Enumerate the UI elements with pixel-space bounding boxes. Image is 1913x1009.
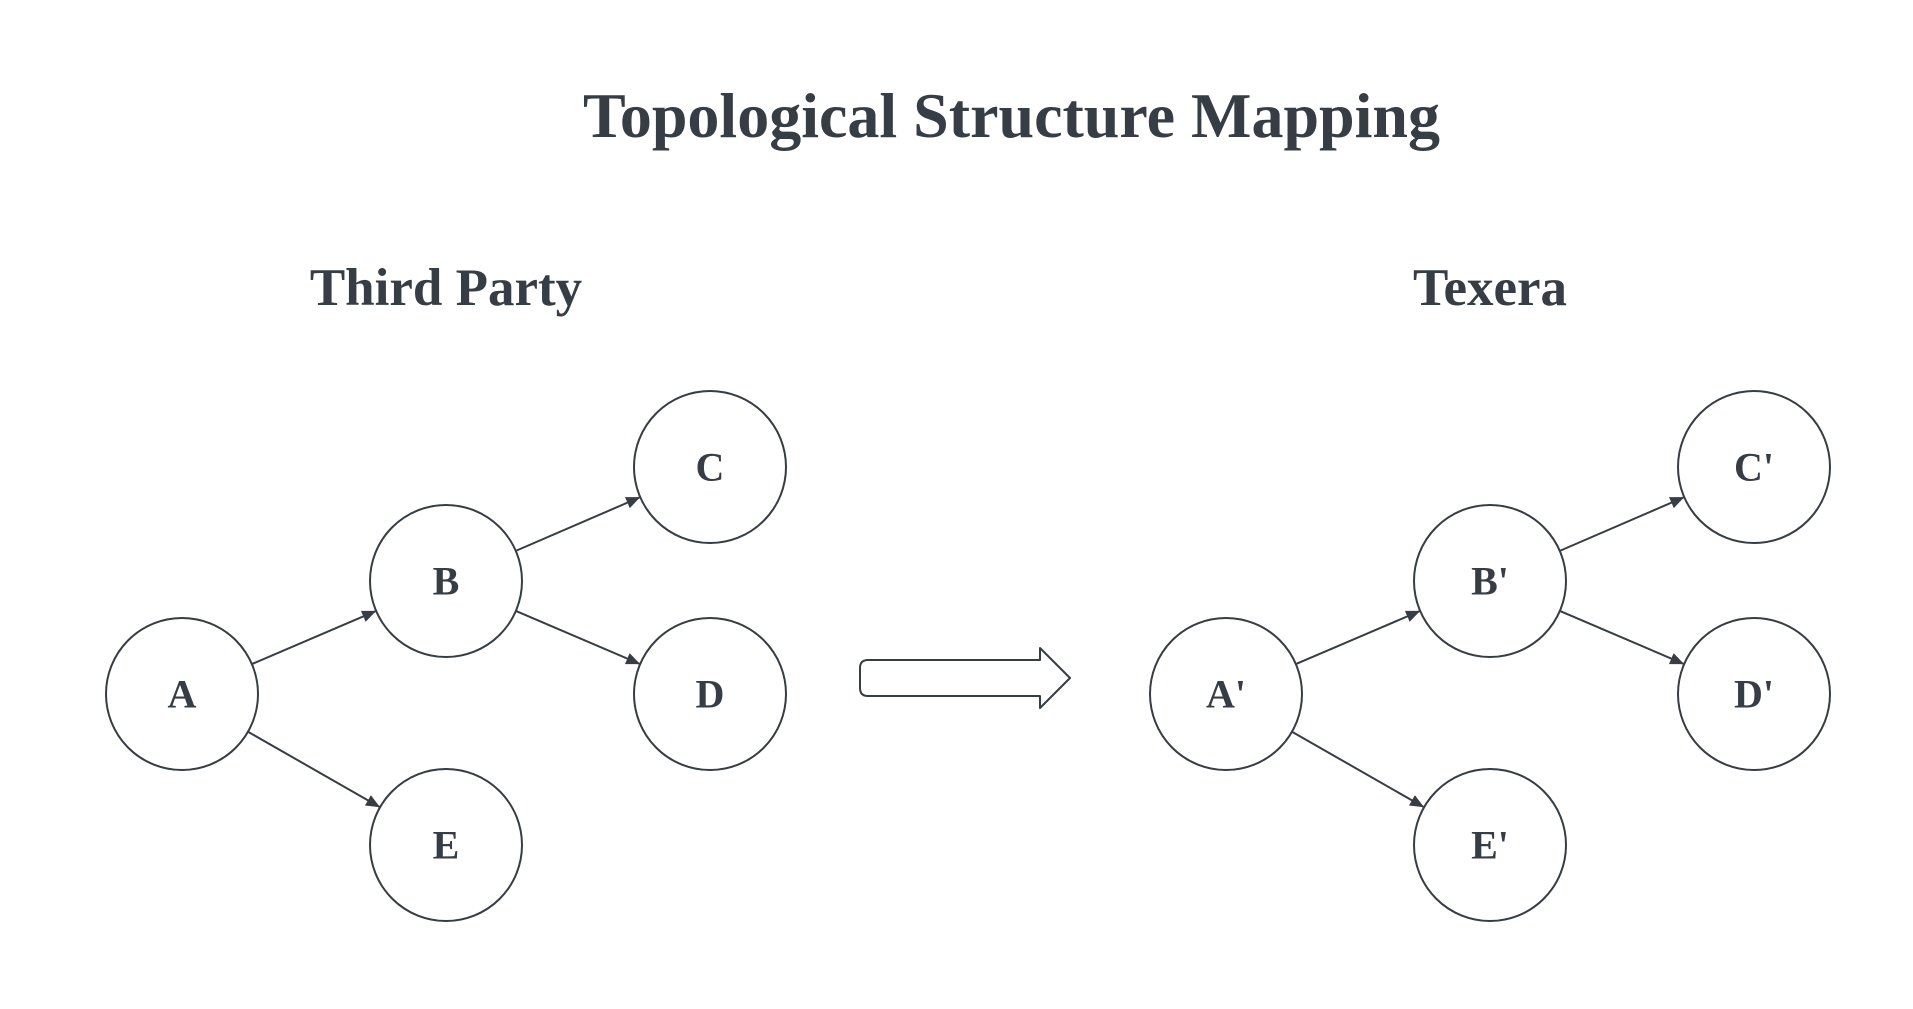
right_panel-node-b bbox=[1413, 504, 1567, 658]
left_panel-node-b bbox=[369, 504, 523, 658]
right_panel-node-c bbox=[1677, 390, 1831, 544]
diagram-title: Topological Structure Mapping bbox=[583, 80, 1440, 151]
right_panel-node-label-c: C' bbox=[1734, 445, 1774, 490]
left_panel-node-a bbox=[105, 617, 259, 771]
right_panel-edge-b-d bbox=[1559, 609, 1685, 665]
left_panel-edge-b-d bbox=[515, 609, 641, 665]
left_panel-edge-a-b bbox=[251, 610, 377, 666]
left_panel-edge-b-c bbox=[515, 496, 641, 552]
left_panel-node-d bbox=[633, 617, 787, 771]
left_panel-node-label-c: C bbox=[696, 445, 725, 490]
right-panel-heading: Texera bbox=[1412, 259, 1568, 317]
left_panel-edge-a-e bbox=[247, 730, 381, 808]
right_panel-edge-a-e bbox=[1291, 730, 1425, 808]
mapping-arrow-icon bbox=[859, 647, 1071, 709]
right_panel-node-label-e: E' bbox=[1471, 823, 1509, 868]
right_panel-node-label-b: B' bbox=[1471, 559, 1509, 604]
left_panel-node-label-a: A bbox=[168, 672, 197, 717]
right_panel-node-a bbox=[1149, 617, 1303, 771]
right_panel-edge-b-c bbox=[1559, 496, 1685, 552]
right_panel-node-d bbox=[1677, 617, 1831, 771]
right_panel-node-label-d: D' bbox=[1734, 672, 1774, 717]
left_panel-node-label-e: E bbox=[433, 823, 460, 868]
left_panel-node-e bbox=[369, 768, 523, 922]
right-graph: A' B' C' D' E' bbox=[1149, 390, 1831, 922]
left_panel-node-c bbox=[633, 390, 787, 544]
left_panel-node-label-d: D bbox=[696, 672, 725, 717]
right_panel-node-e bbox=[1413, 768, 1567, 922]
left-graph: A B C D E bbox=[105, 390, 787, 922]
right_panel-node-label-a: A' bbox=[1206, 672, 1246, 717]
left-panel-heading: Third Party bbox=[309, 259, 583, 317]
left_panel-node-label-b: B bbox=[433, 559, 460, 604]
right_panel-edge-a-b bbox=[1295, 610, 1421, 666]
